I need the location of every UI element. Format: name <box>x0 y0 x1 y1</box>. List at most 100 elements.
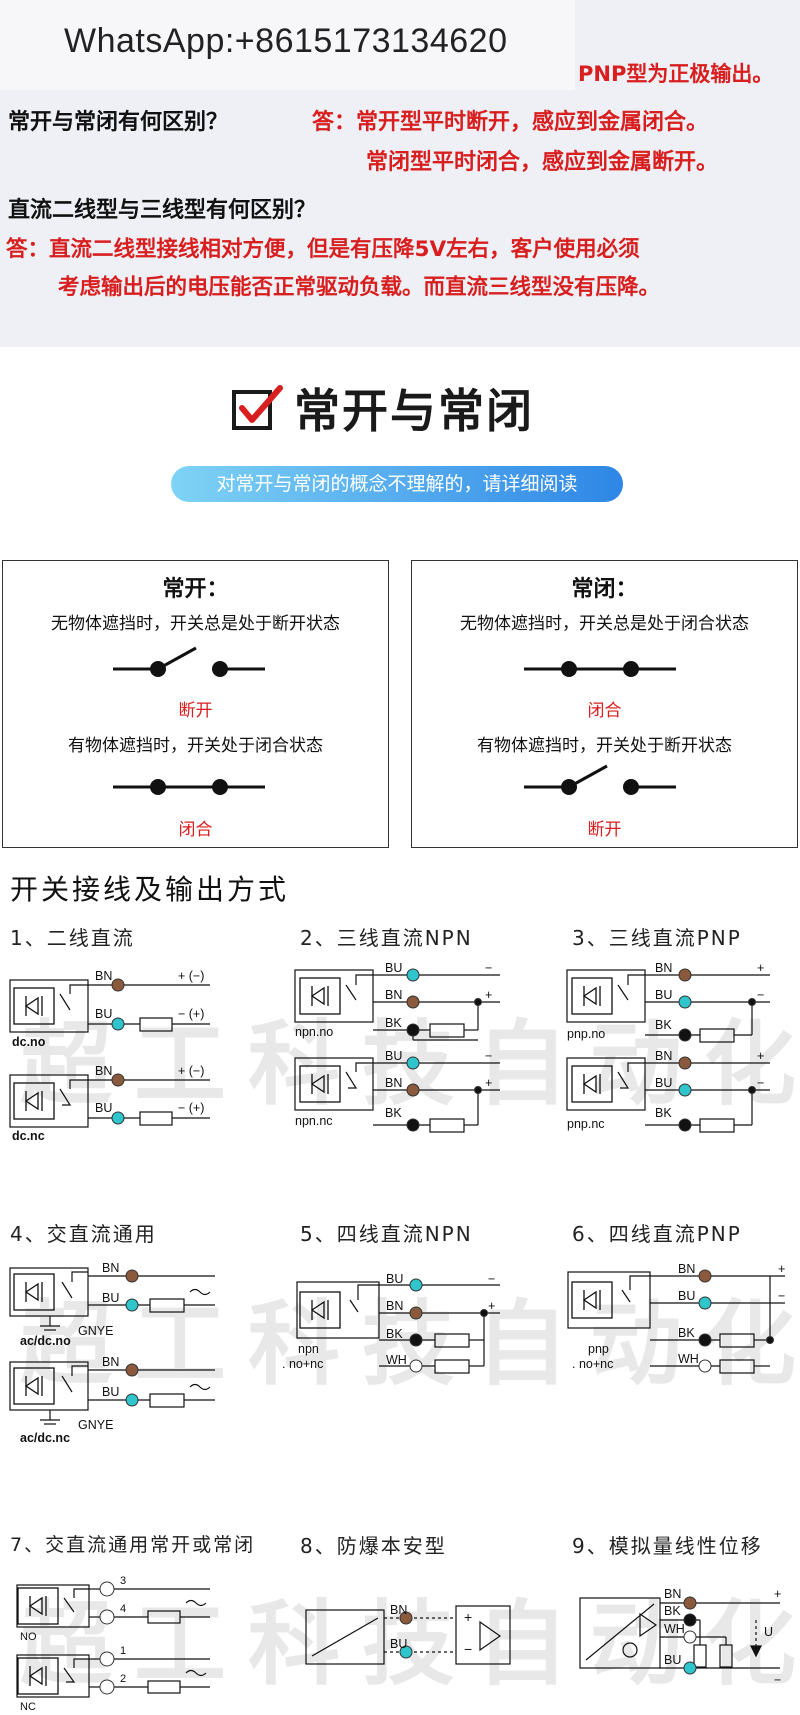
wire-label: BN <box>95 1064 112 1078</box>
wire-label: BN <box>386 1299 403 1313</box>
watermark: 超工科技自动化 <box>20 1591 800 1698</box>
wire-label: + (−) <box>178 969 204 983</box>
no-line-1: 无物体遮挡时，开关总是处于断开状态 <box>51 614 340 634</box>
closed-switch-icon <box>524 661 676 677</box>
no-title: 常开： <box>162 577 229 602</box>
nc-state-2: 断开 <box>587 820 622 840</box>
wire-label: + <box>485 1076 492 1090</box>
section-label-1: 1、二线直流 <box>10 926 135 950</box>
wire-label: BU <box>385 1049 402 1063</box>
wire-label: − <box>485 1049 492 1063</box>
wire-label: BK <box>655 1106 672 1120</box>
wire-label: + <box>778 1262 785 1276</box>
sensor-label: ac/dc.nc <box>20 1431 70 1445</box>
wire-label: BN <box>102 1355 119 1369</box>
section-label-7: 7、交直流通用常开或常闭 <box>10 1534 256 1556</box>
section-label-6: 6、四线直流PNP <box>572 1222 742 1246</box>
wire-label: BU <box>655 988 672 1002</box>
terminal-label: 2 <box>120 1673 126 1685</box>
wire-label: WH <box>678 1352 699 1366</box>
terminal-label: 1 <box>120 1645 126 1657</box>
wire-label: − (+) <box>178 1007 204 1021</box>
section-label-5: 5、四线直流NPN <box>300 1222 473 1246</box>
wire-label: BN <box>390 1603 407 1617</box>
wire-label: BN <box>385 988 402 1002</box>
section-label-2: 2、三线直流NPN <box>300 926 473 950</box>
no-state-2: 闭合 <box>178 820 213 840</box>
pnp-note: PNP型为正极输出。 <box>578 62 774 86</box>
wire-label: + <box>485 988 492 1002</box>
sensor-label: . no+nc <box>572 1357 613 1371</box>
no-line-2: 有物体遮挡时，开关处于闭合状态 <box>68 736 323 756</box>
open-switch-icon <box>524 764 676 795</box>
wire-label: + <box>774 1587 781 1601</box>
wire-label: GNYE <box>78 1324 113 1338</box>
closed-switch-icon <box>113 779 265 795</box>
wire-label: BU <box>678 1289 695 1303</box>
wire-label: BU <box>655 1076 672 1090</box>
wire-label: BN <box>102 1261 119 1275</box>
wire-label: BK <box>385 1016 402 1030</box>
diagram-5 <box>296 1281 500 1374</box>
sensor-label: npn.no <box>295 1025 333 1039</box>
section-label-8: 8、防爆本安型 <box>300 1534 447 1558</box>
wire-label: + (−) <box>178 1064 204 1078</box>
wire-label: BN <box>655 1049 672 1063</box>
answer-2-line-2: 考虑输出后的电压能否正常驱动负载。而直流三线型没有压降。 <box>58 275 661 300</box>
wire-label: − (+) <box>178 1101 204 1115</box>
wire-label: BU <box>664 1653 681 1667</box>
wire-label: U <box>764 1625 773 1639</box>
sensor-label: dc.nc <box>12 1129 45 1143</box>
diagram-labels: BN + (−) BU − (+) dc.no BN + (−) BU − (+… <box>12 961 785 1713</box>
terminal-dots <box>99 968 774 1695</box>
wire-label: − <box>774 1673 781 1687</box>
wire-label: BU <box>385 961 402 975</box>
diagram-1 <box>9 979 210 1128</box>
diagram-9 <box>579 1597 780 1669</box>
sensor-label: NO <box>20 1631 37 1643</box>
wire-label: BU <box>102 1385 119 1399</box>
wire-label: + <box>464 1609 472 1625</box>
answer-2-line-1: 答：直流二线型接线相对方便，但是有压降5V左右，客户使用必须 <box>6 237 640 262</box>
wire-label: − <box>757 1076 764 1090</box>
wire-label: − <box>464 1641 472 1657</box>
terminal-label: 4 <box>120 1603 126 1615</box>
no-state-1: 断开 <box>178 701 213 721</box>
nc-line-2: 有物体遮挡时，开关处于断开状态 <box>477 736 732 756</box>
normally-open-box: 常开： 无物体遮挡时，开关总是处于断开状态 断开 有物体遮挡时，开关处于闭合状态… <box>2 560 389 848</box>
wire-label: BU <box>95 1007 112 1021</box>
wire-label: − <box>778 1289 785 1303</box>
section-label-3: 3、三线直流PNP <box>572 926 742 950</box>
wire-label: BU <box>102 1291 119 1305</box>
diagram-8 <box>305 1605 511 1665</box>
wire-label: BK <box>664 1604 681 1618</box>
wire-label: − <box>757 988 764 1002</box>
wire-label: BN <box>655 961 672 975</box>
wire-label: + <box>757 1049 764 1063</box>
sensor-label: pnp.no <box>567 1027 605 1041</box>
wire-label: + <box>488 1299 495 1313</box>
wire-label: BN <box>385 1076 402 1090</box>
wire-label: BU <box>390 1637 407 1651</box>
wire-label: + <box>757 961 764 975</box>
sensor-label: dc.no <box>12 1035 46 1049</box>
watermark: 超工科技自动化 <box>20 1291 800 1398</box>
whatsapp-number: WhatsApp:+8615173134620 <box>64 22 508 60</box>
wire-label: GNYE <box>78 1418 113 1432</box>
sensor-label: ac/dc.no <box>20 1334 71 1348</box>
wire-label: WH <box>386 1353 407 1367</box>
whatsapp-banner: WhatsApp:+8615173134620 <box>0 0 575 90</box>
open-switch-icon <box>113 646 265 677</box>
sensor-label: NC <box>20 1701 36 1713</box>
answer-1-line-1: 答：常开型平时断开，感应到金属闭合。 <box>312 110 709 135</box>
checkbox-icon <box>232 385 283 430</box>
sensor-label: pnp.nc <box>567 1117 605 1131</box>
faq-panel: WhatsApp:+8615173134620 PNP型为正极输出。 常开与常闭… <box>0 0 800 347</box>
normally-closed-box: 常闭： 无物体遮挡时，开关总是处于闭合状态 闭合 有物体遮挡时，开关处于断开状态… <box>411 560 798 848</box>
nc-title: 常闭： <box>571 577 638 602</box>
wire-label: BK <box>386 1327 403 1341</box>
question-2: 直流二线型与三线型有何区别？ <box>8 198 317 223</box>
wire-label: − <box>485 961 492 975</box>
diagram-7 <box>16 1584 210 1698</box>
wire-label: BK <box>678 1326 695 1340</box>
